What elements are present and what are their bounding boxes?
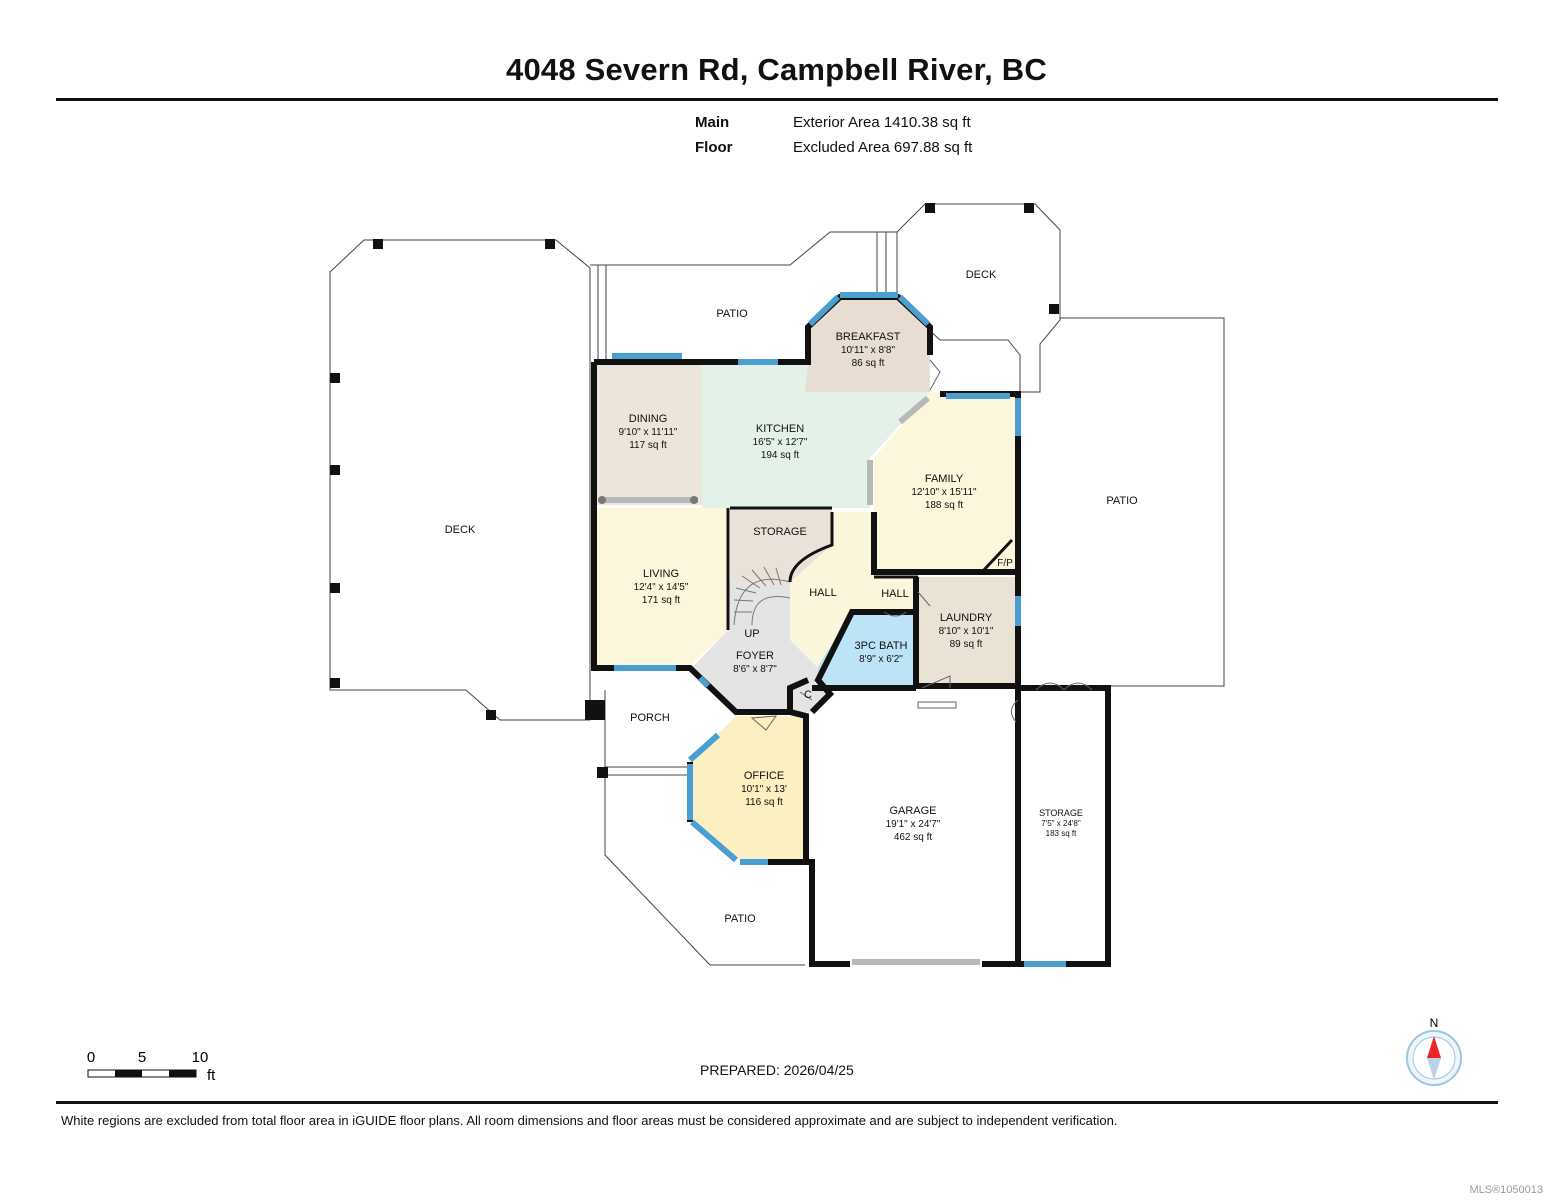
family-fill bbox=[874, 392, 1016, 572]
stair bbox=[733, 566, 791, 626]
storage-name: STORAGE bbox=[753, 526, 807, 538]
deck-north-outline bbox=[896, 203, 1061, 393]
storage-fill bbox=[730, 508, 832, 582]
deck-posts bbox=[330, 203, 1059, 778]
dining-name: DINING bbox=[629, 413, 668, 425]
breakfast-fill bbox=[805, 297, 930, 392]
breakfast-area: 86 sq ft bbox=[852, 358, 885, 369]
windows bbox=[612, 292, 1066, 967]
deck-west-outline bbox=[329, 239, 591, 721]
patio-north-label: PATIO bbox=[716, 308, 748, 320]
compass-icon: N bbox=[1406, 1016, 1462, 1086]
prepared-date: PREPARED: 2026/04/25 bbox=[700, 1062, 854, 1078]
exterior-outlines bbox=[329, 203, 1225, 966]
office-dims: 10'1" x 13' bbox=[741, 784, 787, 795]
patio-south-label: PATIO bbox=[724, 913, 756, 925]
patio-east-label: PATIO bbox=[1106, 495, 1138, 507]
patio-east-outline bbox=[1060, 317, 1225, 687]
dining-area: 117 sq ft bbox=[629, 440, 667, 451]
scale-tick-5: 5 bbox=[138, 1049, 146, 1066]
living-dims: 12'4" x 14'5" bbox=[634, 582, 689, 593]
family-name: FAMILY bbox=[925, 473, 964, 485]
breakfast-dims: 10'11" x 8'8" bbox=[841, 345, 896, 356]
footer-rule bbox=[56, 1101, 1498, 1104]
patio-south-outline bbox=[604, 767, 805, 966]
storage-garage-area: 183 sq ft bbox=[1046, 829, 1077, 838]
mls-number: MLS®1050013 bbox=[1469, 1184, 1543, 1196]
page-title: 4048 Severn Rd, Campbell River, BC bbox=[506, 52, 1047, 87]
fp-label: F/P bbox=[997, 558, 1013, 569]
porch-label: PORCH bbox=[630, 712, 670, 724]
exterior-area: Exterior Area 1410.38 sq ft bbox=[793, 114, 971, 131]
storage-garage-dims: 7'5" x 24'8" bbox=[1041, 819, 1081, 828]
bath-name: 3PC BATH bbox=[855, 640, 908, 652]
up-label: UP bbox=[744, 628, 759, 640]
foyer-dims: 8'6" x 8'7" bbox=[733, 664, 777, 675]
doors bbox=[750, 359, 1093, 731]
kitchen-area: 194 sq ft bbox=[761, 450, 800, 461]
living-name: LIVING bbox=[643, 568, 679, 580]
dining-fill bbox=[594, 365, 702, 505]
closet-label: C bbox=[804, 689, 812, 701]
hall-small-name: HALL bbox=[881, 588, 909, 600]
scale-tick-0: 0 bbox=[87, 1049, 95, 1066]
hall-name: HALL bbox=[809, 587, 837, 599]
living-area: 171 sq ft bbox=[642, 595, 681, 606]
breakfast-name: BREAKFAST bbox=[836, 331, 901, 343]
floor-label: Main Floor bbox=[695, 114, 733, 156]
family-dims: 12'10" x 15'11" bbox=[911, 487, 977, 498]
room-labels: BREAKFAST 10'11" x 8'8" 86 sq ft DINING … bbox=[445, 269, 1138, 925]
foyer-name: FOYER bbox=[736, 650, 774, 662]
deck-west-label: DECK bbox=[445, 524, 476, 536]
deck-north-label: DECK bbox=[966, 269, 997, 281]
room-fills bbox=[594, 297, 1016, 860]
thin-walls bbox=[726, 506, 1014, 630]
kitchen-dims: 16'5" x 12'7" bbox=[753, 437, 808, 448]
hall-small-fill bbox=[874, 577, 918, 610]
dining-dims: 9'10" x 11'11" bbox=[619, 427, 678, 438]
office-fill bbox=[690, 716, 806, 860]
garage-area: 462 sq ft bbox=[894, 832, 933, 843]
bath-dims: 8'9" x 6'2" bbox=[859, 654, 903, 665]
family-area: 188 sq ft bbox=[925, 500, 964, 511]
scale-tick-10: 10 bbox=[192, 1049, 209, 1066]
foyer-fill bbox=[690, 582, 818, 712]
laundry-dims: 8'10" x 10'1" bbox=[939, 626, 994, 637]
scale-unit: ft bbox=[207, 1067, 216, 1084]
office-name: OFFICE bbox=[744, 770, 784, 782]
scale-bar: 0 5 10 ft bbox=[87, 1049, 216, 1084]
laundry-area: 89 sq ft bbox=[950, 639, 983, 650]
office-area: 116 sq ft bbox=[745, 797, 783, 808]
laundry-name: LAUNDRY bbox=[940, 612, 993, 624]
kitchen-fill bbox=[702, 365, 930, 508]
garage-name: GARAGE bbox=[889, 805, 936, 817]
garage-dims: 19'1" x 24'7" bbox=[886, 819, 941, 830]
laundry-fill bbox=[918, 577, 1016, 686]
header-rule bbox=[56, 98, 1498, 101]
compass-north-label: N bbox=[1430, 1016, 1439, 1030]
disclaimer-text: White regions are excluded from total fl… bbox=[61, 1113, 1118, 1128]
excluded-area: Excluded Area 697.88 sq ft bbox=[793, 139, 973, 156]
living-fill bbox=[594, 508, 728, 666]
kitchen-name: KITCHEN bbox=[756, 423, 804, 435]
columns bbox=[598, 496, 698, 504]
storage-garage-name: STORAGE bbox=[1039, 808, 1083, 818]
openings bbox=[600, 395, 980, 965]
hall-fill bbox=[790, 512, 874, 668]
